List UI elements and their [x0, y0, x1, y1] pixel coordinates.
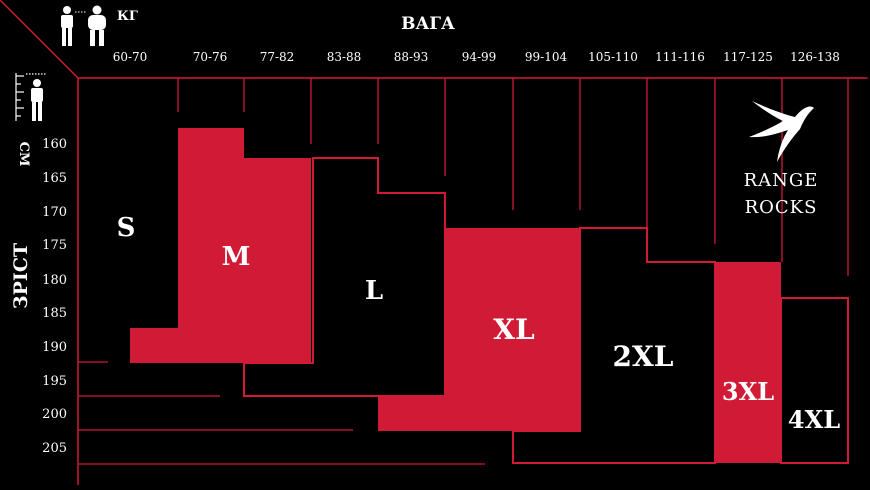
height-ruler-icon	[15, 73, 46, 121]
weight-range-label: 83-88	[327, 50, 362, 64]
weight-range-label: 88-93	[394, 50, 429, 64]
size-label-m: M	[222, 242, 251, 272]
height-axis: 160 165 170 175 180 185 190 195 200 205	[42, 137, 67, 456]
grid-lines	[78, 77, 868, 465]
height-mark-label: 160	[42, 137, 67, 152]
weight-unit-label: КГ	[117, 9, 138, 24]
height-mark-label: 195	[42, 374, 67, 389]
weight-range-label: 105-110	[588, 50, 638, 64]
size-label-4xl: 4XL	[788, 405, 840, 434]
weight-people-icon	[61, 5, 106, 46]
height-unit-label: СМ	[16, 142, 31, 167]
size-block	[130, 128, 311, 363]
size-block	[378, 228, 580, 431]
height-mark-label: 185	[42, 306, 67, 321]
weight-range-label: 99-104	[525, 50, 568, 64]
weight-range-label: 94-99	[462, 50, 497, 64]
height-mark-label: 175	[42, 238, 67, 253]
weight-title: ВАГА	[401, 14, 455, 34]
swallow-bird-icon	[749, 101, 814, 162]
weight-range-label: 70-76	[193, 50, 228, 64]
weight-axis: 60-70 70-76 77-82 83-88 88-93 94-99 99-104 105-…	[113, 50, 840, 64]
height-mark-label: 200	[42, 407, 67, 422]
size-label-s: S	[117, 213, 136, 243]
weight-range-label: 77-82	[260, 50, 295, 64]
size-block	[715, 262, 781, 463]
brand-name-line1: RANGE	[744, 170, 819, 191]
height-mark-label: 180	[42, 273, 67, 288]
height-mark-label: 205	[42, 441, 67, 456]
size-label-2xl: 2XL	[613, 340, 674, 373]
height-title: ЗРІСТ	[10, 243, 32, 309]
height-mark-label: 165	[42, 171, 67, 186]
person-icon	[31, 79, 43, 121]
height-mark-label: 170	[42, 205, 67, 220]
height-mark-label: 190	[42, 340, 67, 355]
size-label-l: L	[365, 276, 383, 306]
size-label-xl: XL	[493, 313, 535, 346]
weight-range-label: 111-116	[655, 50, 705, 64]
size-blocks	[130, 128, 849, 464]
brand-name-line2: ROCKS	[745, 197, 818, 218]
weight-range-label: 60-70	[113, 50, 148, 64]
weight-range-label: 126-138	[790, 50, 840, 64]
size-label-3xl: 3XL	[722, 377, 774, 406]
size-block	[780, 297, 849, 464]
size-labels: S M L XL 2XL 3XL 4XL	[117, 213, 841, 434]
weight-range-label: 117-125	[723, 50, 773, 64]
